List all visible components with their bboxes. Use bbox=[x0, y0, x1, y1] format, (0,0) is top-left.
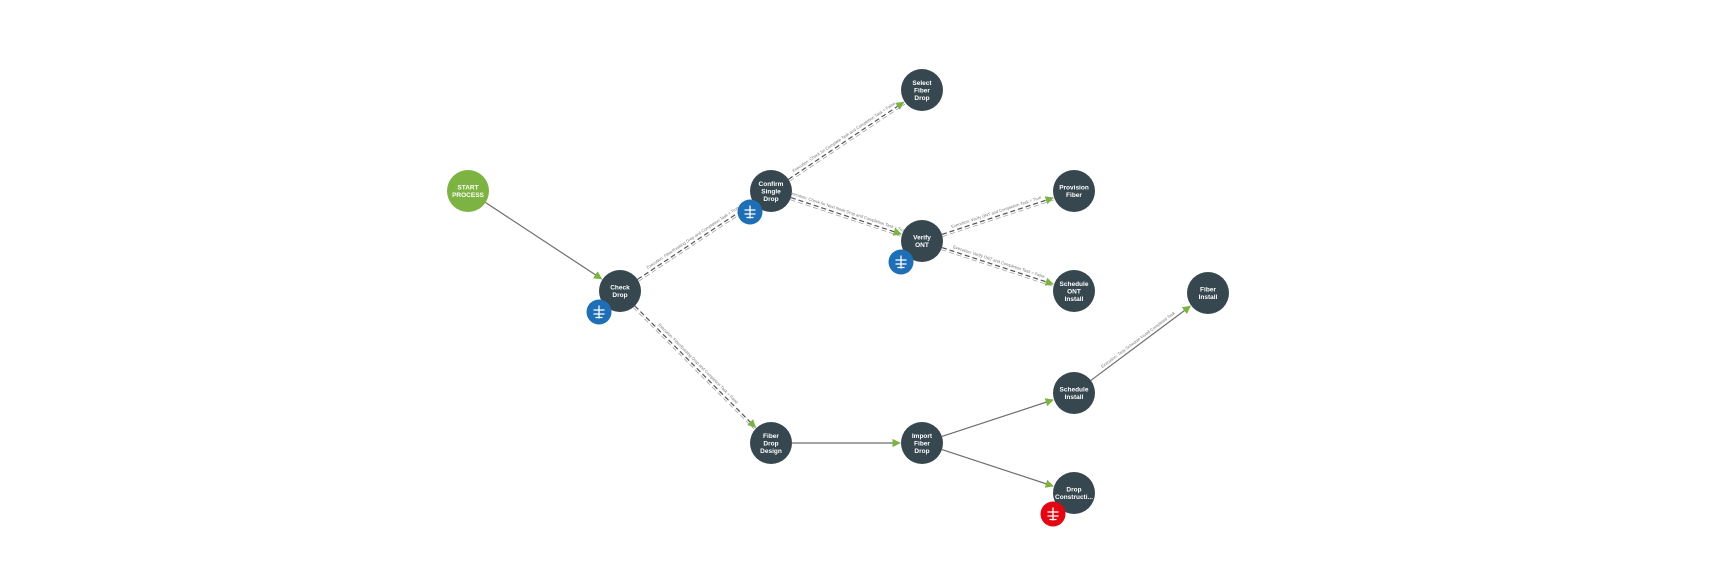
task-node-circle bbox=[750, 422, 792, 464]
edge-check-design[interactable]: Execution: Fiber/Existing Drop and Compl… bbox=[632, 305, 757, 430]
node-label: Single bbox=[761, 188, 781, 195]
edge-verify-provision[interactable]: Execution: Verify ONT and Completion Tas… bbox=[941, 195, 1054, 237]
node-label: Constructi... bbox=[1055, 494, 1093, 501]
edge-line bbox=[790, 197, 902, 236]
edge-schedinst-install[interactable]: Execution: Task Schedule Install Complet… bbox=[1090, 305, 1192, 381]
node-label: Confirm bbox=[759, 181, 784, 188]
task-node-circle bbox=[1053, 170, 1095, 212]
gateway-icon[interactable] bbox=[1040, 501, 1066, 527]
edge-label: Execution: Fiber/Existing Drop and Compl… bbox=[657, 322, 740, 405]
node-label: Drop bbox=[1066, 487, 1081, 494]
edge-line bbox=[941, 196, 1054, 236]
node-label: Install bbox=[1065, 296, 1084, 303]
node-label: Fiber bbox=[914, 440, 930, 447]
edge-label: Execution: Fiber/Existing Drop and Compl… bbox=[645, 205, 740, 270]
edge-shadow-line bbox=[632, 307, 755, 430]
node-label: Check bbox=[610, 285, 630, 292]
node-label: Schedule bbox=[1060, 387, 1089, 394]
node-label: Drop bbox=[763, 440, 778, 447]
edge-label: Execution: Verify ONT and Completion Tas… bbox=[950, 195, 1042, 229]
task-node-circle bbox=[1053, 270, 1095, 312]
node-label: Install bbox=[1199, 294, 1218, 301]
node-label: ONT bbox=[915, 242, 929, 249]
edge-label: Execution: Verify ONT and Completion Tas… bbox=[952, 244, 1046, 279]
edge-line bbox=[941, 246, 1054, 286]
edge-line bbox=[788, 101, 905, 180]
task-node-circle bbox=[599, 270, 641, 312]
edge-shadow-line bbox=[638, 204, 755, 282]
node-label: Fiber bbox=[1200, 287, 1216, 294]
edge-line bbox=[1090, 305, 1192, 381]
node-label: Drop bbox=[914, 448, 929, 455]
task-node-circle bbox=[901, 220, 943, 262]
start-node-circle bbox=[447, 170, 489, 212]
node-label: Import bbox=[912, 433, 933, 440]
node-label: PROCESS bbox=[452, 192, 484, 199]
edge-verify-schedont[interactable]: Execution: Verify ONT and Completion Tas… bbox=[941, 244, 1054, 287]
task-node-circle bbox=[901, 422, 943, 464]
edge-label: Execution: Check for Complete Task and C… bbox=[791, 100, 896, 173]
gateway-icon[interactable] bbox=[888, 249, 914, 275]
task-node-circle bbox=[1053, 372, 1095, 414]
edge-line bbox=[941, 448, 1054, 488]
node-label: Verify bbox=[913, 235, 931, 242]
node-label: Select bbox=[912, 80, 932, 87]
edge-import-dropcon[interactable] bbox=[941, 448, 1054, 488]
node-label: Fiber bbox=[763, 433, 779, 440]
edge-label: Execution: Task Schedule Install Complet… bbox=[1100, 310, 1177, 369]
task-node-circle bbox=[901, 69, 943, 111]
edge-shadow-line bbox=[789, 103, 906, 182]
gateway-icon[interactable] bbox=[586, 299, 612, 325]
node-dropcon[interactable]: DropConstructi... bbox=[1053, 472, 1095, 514]
edge-start-check[interactable] bbox=[485, 202, 603, 280]
node-label: Drop bbox=[612, 292, 627, 299]
node-label: Fiber bbox=[914, 87, 930, 94]
task-node-circle bbox=[1187, 272, 1229, 314]
nodes-layer: STARTPROCESSCheckDropConfirmSingleDropSe… bbox=[447, 69, 1229, 514]
task-node-circle bbox=[750, 170, 792, 212]
edge-label: Execution: Check for Next Node Drop and … bbox=[788, 190, 907, 234]
node-label: Design bbox=[760, 448, 782, 455]
gateway-icon[interactable] bbox=[737, 199, 763, 225]
badges-layer bbox=[586, 199, 1066, 527]
edge-shadow-line bbox=[942, 199, 1054, 237]
node-label: Drop bbox=[763, 196, 778, 203]
edge-confirm-verify[interactable]: Execution: Check for Next Node Drop and … bbox=[788, 190, 907, 237]
edge-line bbox=[485, 202, 603, 280]
node-label: Fiber bbox=[1066, 192, 1082, 199]
node-label: Provision bbox=[1059, 185, 1089, 192]
node-label: Install bbox=[1065, 394, 1084, 401]
edge-shadow-line bbox=[941, 249, 1053, 287]
edge-shadow-line bbox=[790, 199, 901, 237]
edge-line bbox=[941, 398, 1054, 438]
edge-confirm-select[interactable]: Execution: Check for Complete Task and C… bbox=[788, 100, 906, 182]
node-label: Drop bbox=[914, 95, 929, 102]
node-label: START bbox=[457, 185, 478, 192]
edge-import-schedinst[interactable] bbox=[941, 398, 1054, 438]
edge-check-confirm[interactable]: Execution: Fiber/Existing Drop and Compl… bbox=[637, 202, 755, 282]
edge-line bbox=[637, 202, 754, 280]
node-label: Schedule bbox=[1060, 281, 1089, 288]
edge-line bbox=[634, 305, 757, 428]
node-label: ONT bbox=[1067, 288, 1081, 295]
task-node-circle bbox=[1053, 472, 1095, 514]
